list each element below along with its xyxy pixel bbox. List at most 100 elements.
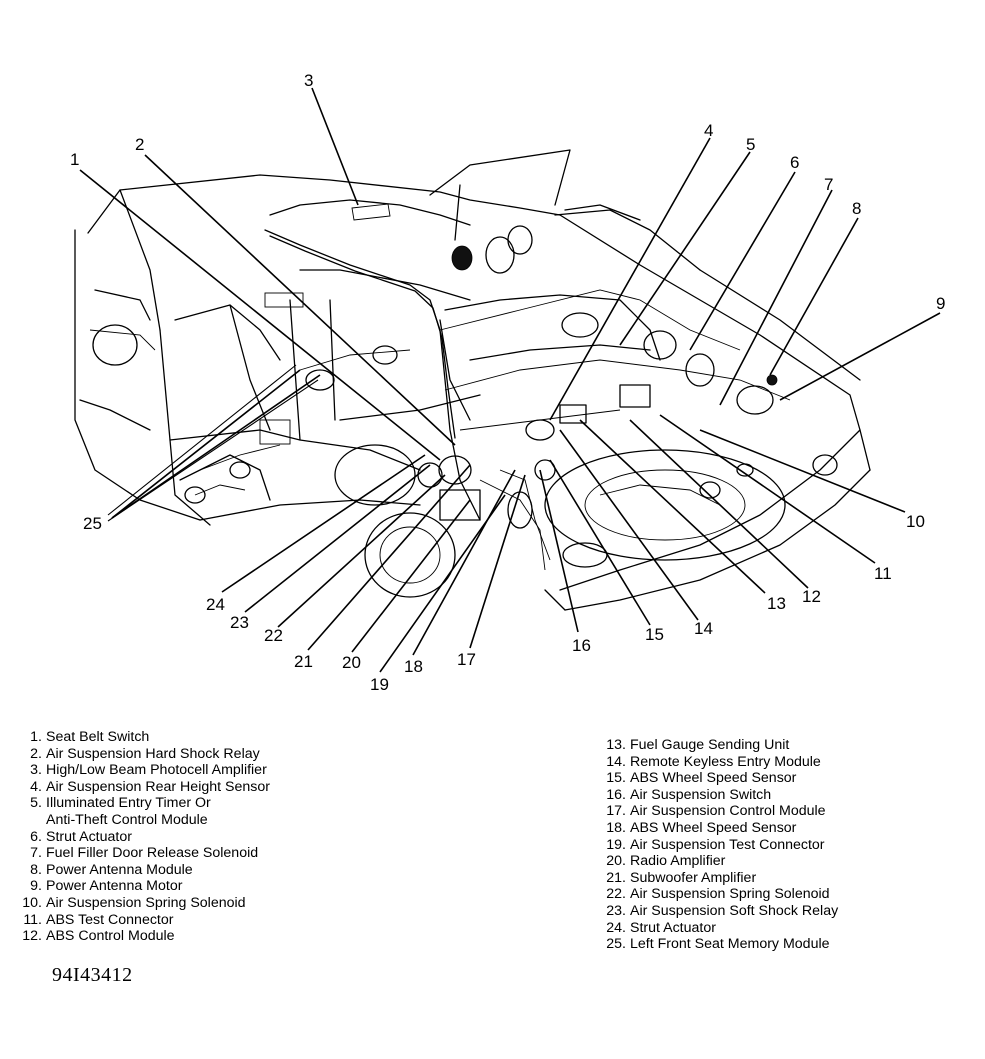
legend-right-column: 13.Fuel Gauge Sending Unit 14.Remote Key… <box>598 737 838 953</box>
legend-label: Fuel Gauge Sending Unit <box>630 737 790 753</box>
legend-item: 3.High/Low Beam Photocell Amplifier <box>14 762 270 779</box>
legend-item: 2.Air Suspension Hard Shock Relay <box>14 746 270 763</box>
callout-7: 7 <box>824 175 833 194</box>
callout-19: 19 <box>370 675 389 694</box>
legend-number: 16. <box>606 786 626 803</box>
callout-18: 18 <box>404 657 423 676</box>
legend-number: 12. <box>22 928 42 945</box>
legend-item: 10.Air Suspension Spring Solenoid <box>14 895 270 912</box>
callout-1: 1 <box>70 150 79 169</box>
legend-label: Illuminated Entry Timer Or <box>46 795 211 812</box>
legend-label: Remote Keyless Entry Module <box>630 753 821 770</box>
legend-item: 18.ABS Wheel Speed Sensor <box>598 820 838 837</box>
legend-label: Air Suspension Hard Shock Relay <box>46 745 260 762</box>
legend-item: 16.Air Suspension Switch <box>598 787 838 804</box>
callout-21: 21 <box>294 652 313 671</box>
legend-item: 23.Air Suspension Soft Shock Relay <box>598 903 838 920</box>
legend-number: 3. <box>30 762 42 779</box>
callout-17: 17 <box>457 650 476 669</box>
callout-6: 6 <box>790 153 799 172</box>
callout-2: 2 <box>135 135 144 154</box>
callout-24: 24 <box>206 595 225 614</box>
legend-number: 5. <box>30 795 42 812</box>
legend-label: Air Suspension Rear Height Sensor <box>46 778 270 795</box>
legend-item: 12.ABS Control Module <box>14 928 270 945</box>
legend-number: 20. <box>606 853 626 870</box>
callout-13: 13 <box>767 594 786 613</box>
legend-label: Power Antenna Motor <box>46 878 183 895</box>
callout-3: 3 <box>304 71 313 90</box>
legend-label: Air Suspension Test Connector <box>630 836 825 853</box>
legend-number: 1. <box>30 729 42 745</box>
callout-4: 4 <box>704 121 713 140</box>
legend-item: 21.Subwoofer Amplifier <box>598 870 838 887</box>
legend-label: Power Antenna Module <box>46 861 193 878</box>
legend-label: Subwoofer Amplifier <box>630 869 757 886</box>
legend-item: 14.Remote Keyless Entry Module <box>598 754 838 771</box>
legend-number: 11. <box>23 911 42 928</box>
legend-number: 23. <box>606 902 626 919</box>
callout-8: 8 <box>852 199 861 218</box>
legend-number: 21. <box>606 869 626 886</box>
car-body-sketch <box>74 149 871 611</box>
callout-12: 12 <box>802 587 821 606</box>
legend-item: 17.Air Suspension Control Module <box>598 803 838 820</box>
legend-number: 25. <box>606 936 626 953</box>
legend-left-column: 1.Seat Belt Switch 2.Air Suspension Hard… <box>14 729 270 945</box>
legend-item: 25.Left Front Seat Memory Module <box>598 936 838 953</box>
legend-number: 19. <box>606 836 626 853</box>
legend-item: 24.Strut Actuator <box>598 920 838 937</box>
legend-label: Seat Belt Switch <box>46 729 150 745</box>
legend-number: 6. <box>30 828 42 845</box>
legend-label: Air Suspension Spring Solenoid <box>630 886 830 903</box>
legend-item: 5.Illuminated Entry Timer Or <box>14 795 270 812</box>
callout-numbers: 1 2 3 4 5 6 7 8 9 10 11 12 13 14 15 16 1… <box>70 71 945 694</box>
legend-item: 6.Strut Actuator <box>14 829 270 846</box>
legend-label: Air Suspension Switch <box>630 786 772 803</box>
legend-item: 8.Power Antenna Module <box>14 862 270 879</box>
legend-label: ABS Wheel Speed Sensor <box>630 819 797 836</box>
callout-10: 10 <box>906 512 925 531</box>
legend-number: 24. <box>606 919 626 936</box>
legend-item: 1.Seat Belt Switch <box>14 729 270 746</box>
callout-14: 14 <box>694 619 713 638</box>
legend-number: 22. <box>606 886 626 903</box>
legend-label: Air Suspension Soft Shock Relay <box>630 902 839 919</box>
legend-label: Strut Actuator <box>630 919 716 936</box>
legend-number: 15. <box>606 770 626 787</box>
callout-11: 11 <box>874 564 892 583</box>
legend-label: Left Front Seat Memory Module <box>630 936 830 953</box>
callout-22: 22 <box>264 626 283 645</box>
legend-item: 9.Power Antenna Motor <box>14 878 270 895</box>
legend-number: 10. <box>22 894 42 911</box>
callout-5: 5 <box>746 135 755 154</box>
legend-item: 7.Fuel Filler Door Release Solenoid <box>14 845 270 862</box>
legend-number: 18. <box>606 819 626 836</box>
legend-item: 13.Fuel Gauge Sending Unit <box>598 737 838 754</box>
legend-label: Air Suspension Control Module <box>630 803 826 820</box>
legend-number: 7. <box>30 845 42 862</box>
legend-number: 8. <box>30 861 42 878</box>
legend-label: Strut Actuator <box>46 828 132 845</box>
legend-label: Fuel Filler Door Release Solenoid <box>46 845 259 862</box>
legend-label: Radio Amplifier <box>630 853 726 870</box>
legend-label: ABS Test Connector <box>46 911 174 928</box>
callout-16: 16 <box>572 636 591 655</box>
figure-id: 94I43412 <box>52 964 133 986</box>
legend-number: 4. <box>30 778 42 795</box>
callout-leaders <box>79 87 941 673</box>
legend-label: High/Low Beam Photocell Amplifier <box>46 762 267 779</box>
legend-number: 9. <box>30 878 42 895</box>
legend-item: 20.Radio Amplifier <box>598 853 838 870</box>
legend-number: 17. <box>606 803 626 820</box>
legend-label: ABS Control Module <box>46 928 175 945</box>
legend-label: Air Suspension Spring Solenoid <box>46 894 246 911</box>
legend-item: 22.Air Suspension Spring Solenoid <box>598 886 838 903</box>
legend-number: 2. <box>30 745 42 762</box>
legend-label: ABS Wheel Speed Sensor <box>630 770 797 787</box>
legend-item: 4.Air Suspension Rear Height Sensor <box>14 779 270 796</box>
component-locator-diagram: 1 2 3 4 5 6 7 8 9 10 11 12 13 14 15 16 1… <box>70 71 945 694</box>
legend-item: 19.Air Suspension Test Connector <box>598 837 838 854</box>
callout-20: 20 <box>342 653 361 672</box>
legend-label-continued: Anti-Theft Control Module <box>46 811 208 828</box>
